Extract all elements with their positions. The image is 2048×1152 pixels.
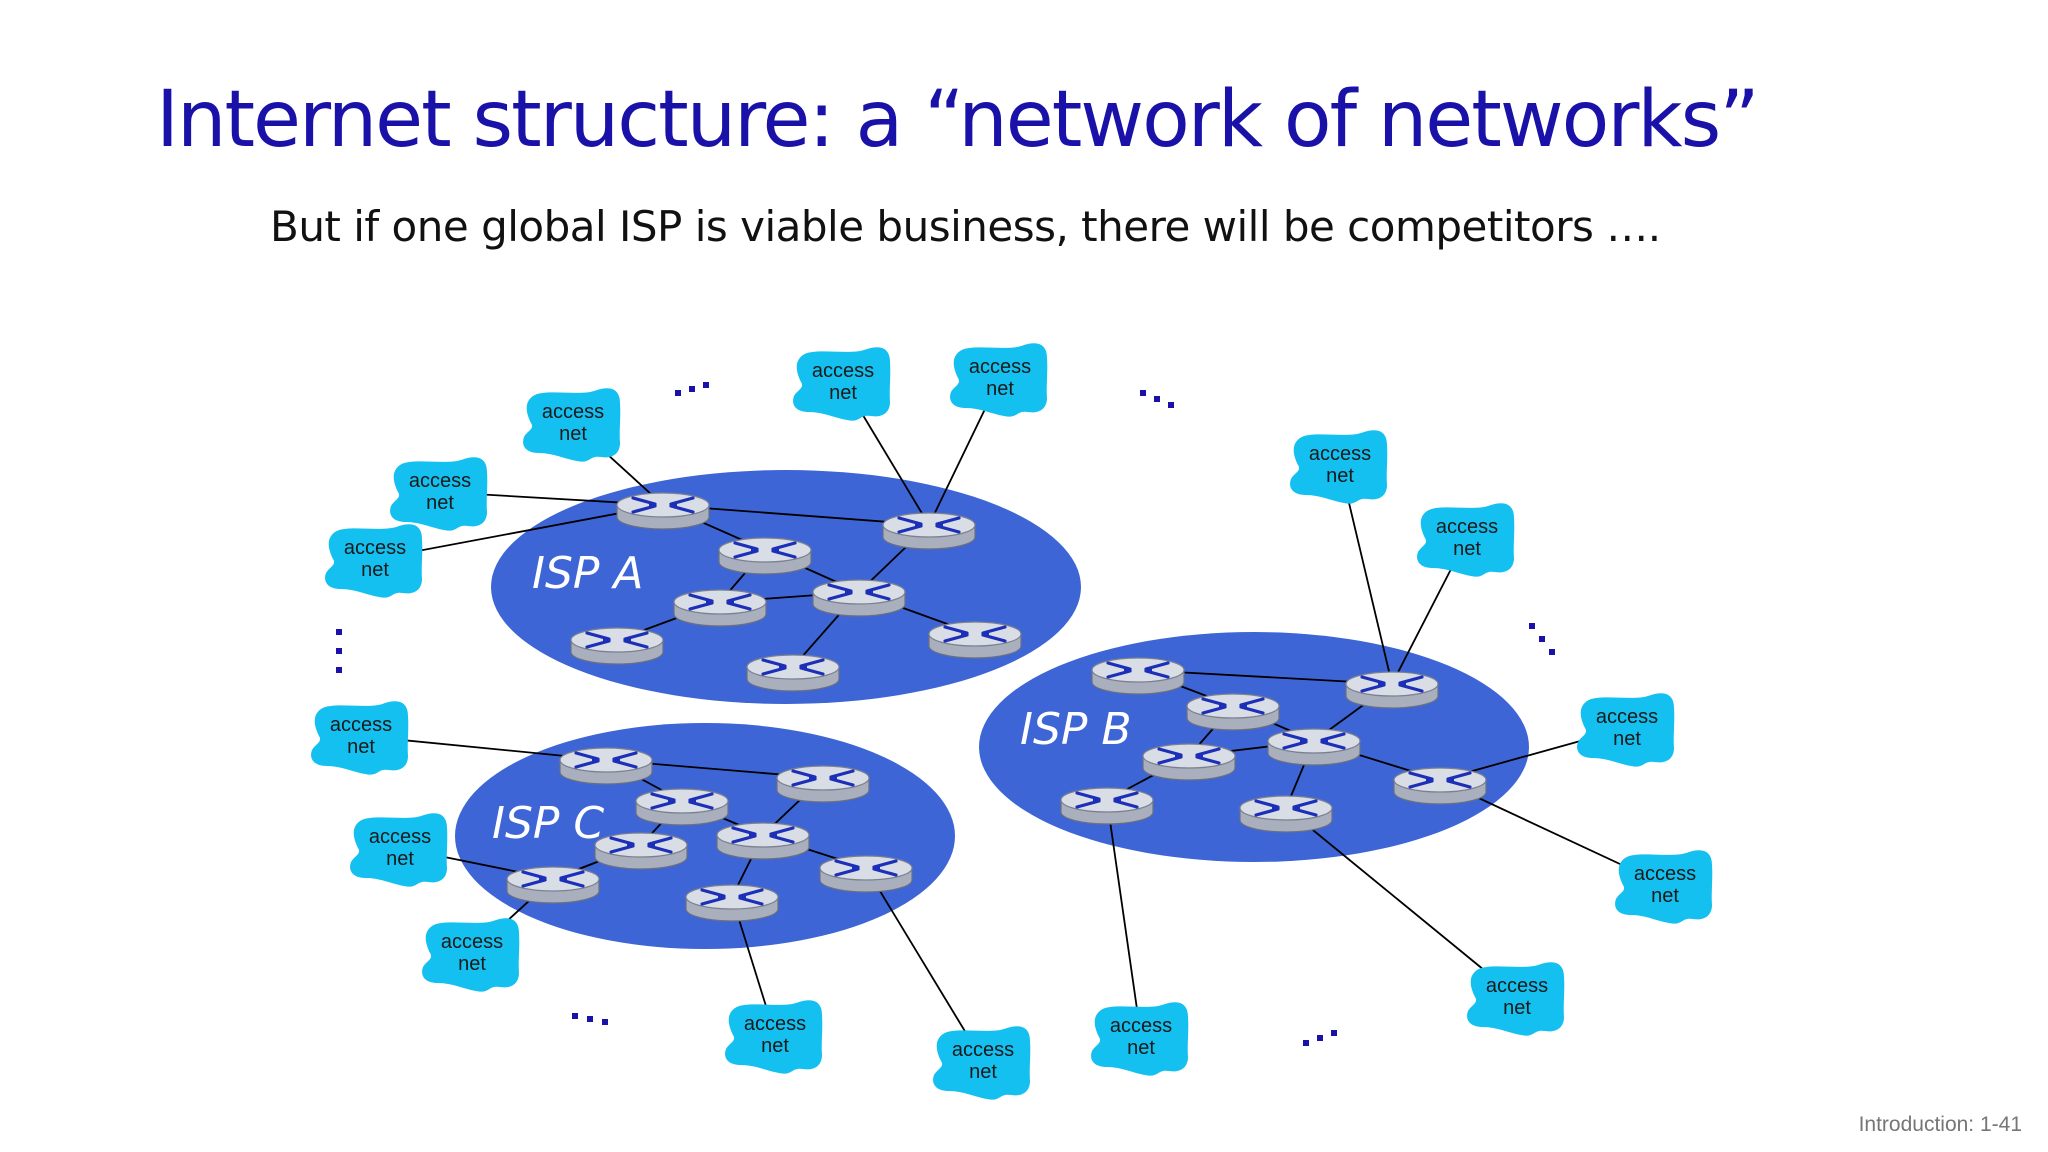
isp-label: ISP A — [532, 548, 644, 599]
router-icon — [1239, 795, 1333, 833]
access-net-label: access — [1436, 516, 1498, 538]
access-net-label: net — [986, 378, 1014, 400]
router-icon — [716, 822, 810, 860]
ellipsis-dots — [1140, 390, 1174, 408]
access-net-label: access — [1309, 443, 1371, 465]
router-icon — [559, 747, 653, 785]
router-icon — [506, 866, 600, 904]
ellipsis-dots — [675, 382, 709, 396]
router-icon — [718, 537, 812, 575]
access-net-label: net — [386, 848, 414, 870]
access-net-label: access — [1486, 975, 1548, 997]
access-net-label: access — [969, 356, 1031, 378]
router-icon — [746, 654, 840, 692]
access-link — [865, 867, 984, 1062]
access-net-label: access — [330, 714, 392, 736]
router-icon — [1267, 728, 1361, 766]
access-net-label: access — [344, 537, 406, 559]
slide-number: Introduction: 1-41 — [1858, 1113, 2022, 1136]
router-icon — [1393, 767, 1487, 805]
access-net-label: net — [761, 1035, 789, 1057]
router-icon — [1142, 743, 1236, 781]
ellipsis-dots — [572, 1013, 608, 1025]
access-link — [1285, 807, 1518, 998]
access-net-label: net — [347, 736, 375, 758]
access-net-label: access — [1634, 863, 1696, 885]
access-net-label: access — [542, 401, 604, 423]
access-net-label: net — [1503, 997, 1531, 1019]
router-icon — [685, 884, 779, 922]
access-net-label: access — [1110, 1015, 1172, 1037]
access-net-label: access — [441, 931, 503, 953]
router-icon — [776, 765, 870, 803]
access-net-label: net — [829, 382, 857, 404]
slide-subtitle: But if one global ISP is viable business… — [270, 202, 1661, 251]
access-net-label: net — [361, 559, 389, 581]
access-net-label: access — [744, 1013, 806, 1035]
router-icon — [1091, 657, 1185, 695]
ellipsis-dots — [336, 629, 342, 673]
access-net-label: access — [952, 1039, 1014, 1061]
router-icon — [882, 512, 976, 550]
access-link — [1106, 799, 1142, 1038]
access-net-label: net — [1453, 538, 1481, 560]
access-net-label: net — [1326, 465, 1354, 487]
router-icon — [1186, 693, 1280, 731]
access-net-label: access — [369, 826, 431, 848]
ellipsis-dots — [1529, 623, 1555, 655]
isp-label: ISP B — [1020, 704, 1132, 755]
access-net-label: net — [1613, 728, 1641, 750]
router-icon — [616, 492, 710, 530]
router-icon — [812, 579, 906, 617]
access-net-label: access — [812, 360, 874, 382]
access-net-label: net — [1651, 885, 1679, 907]
router-icon — [1060, 787, 1154, 825]
isp-label: ISP C — [492, 798, 604, 849]
access-link — [374, 504, 664, 560]
access-net-label: net — [1127, 1037, 1155, 1059]
router-icon — [594, 832, 688, 870]
router-icon — [819, 855, 913, 893]
access-net-label: access — [409, 470, 471, 492]
access-net-label: net — [458, 953, 486, 975]
slide-title: Internet structure: a “network of networ… — [156, 75, 1760, 165]
router-icon — [673, 589, 767, 627]
router-icon — [635, 788, 729, 826]
router-icon — [570, 627, 664, 665]
access-net-label: net — [559, 423, 587, 445]
access-net-label: net — [969, 1061, 997, 1083]
router-icon — [928, 621, 1022, 659]
ellipsis-dots — [1303, 1030, 1337, 1046]
access-net-label: access — [1596, 706, 1658, 728]
access-net-label: net — [426, 492, 454, 514]
router-icon — [1345, 671, 1439, 709]
